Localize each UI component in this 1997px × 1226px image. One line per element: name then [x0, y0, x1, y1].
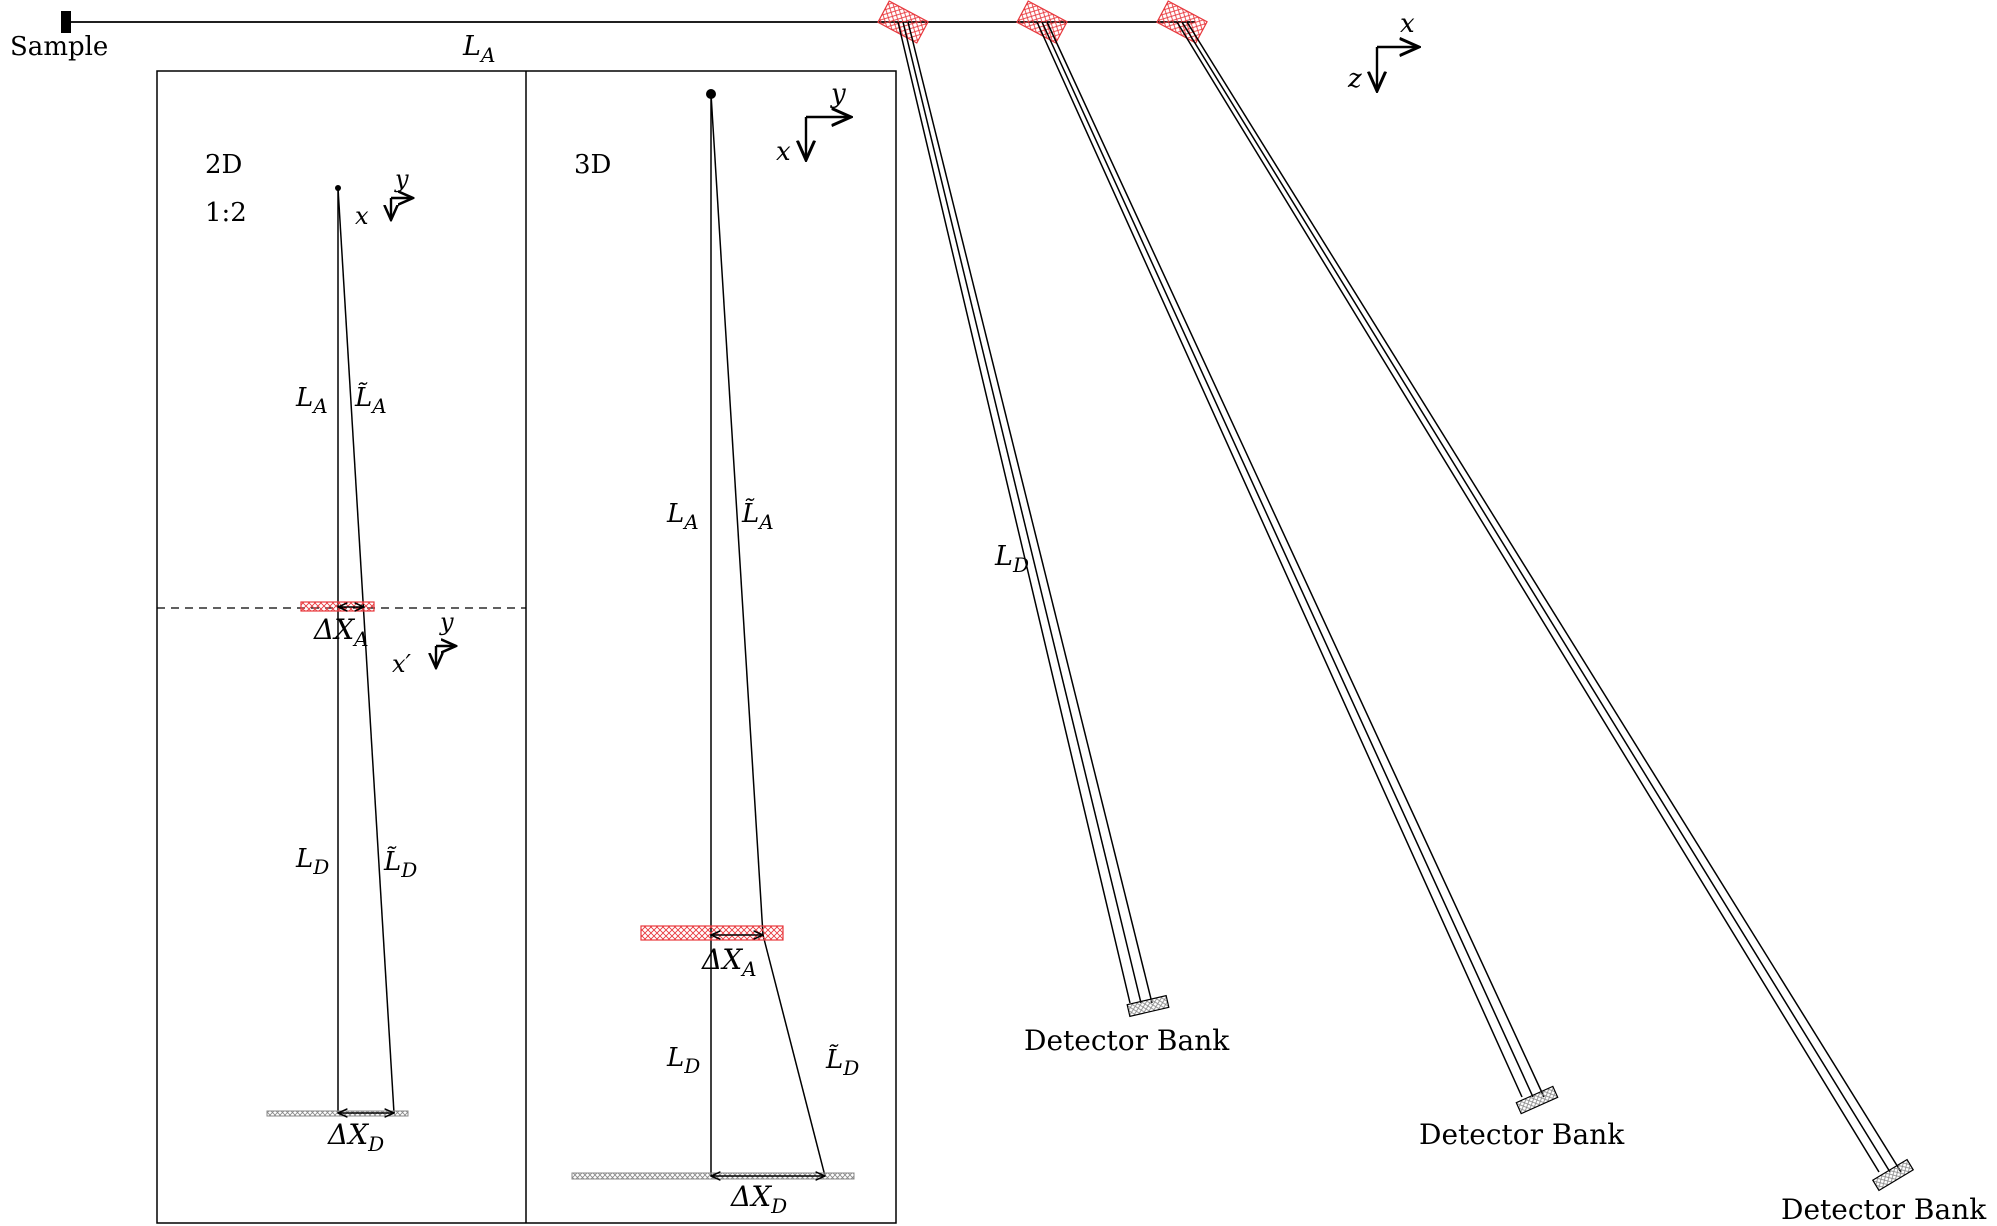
panel-2d-la-tilde: L̃A: [354, 382, 387, 418]
axis-x-label: x: [1400, 9, 1415, 39]
detector-bank-1-label: Detector Bank: [1024, 1024, 1230, 1057]
panel-3d-ld-tilde: L̃D: [825, 1044, 859, 1080]
panel-3d-title: 3D: [574, 150, 611, 180]
analyzer-crystal-2: [1016, 0, 1068, 44]
beamline: Sample LA: [10, 11, 1195, 67]
panel-3d-axis-x: x: [776, 137, 791, 167]
ld-right-label: LD: [994, 541, 1029, 577]
analyzer-crystal-1: [877, 0, 929, 44]
la-top-label: LA: [462, 31, 495, 67]
panel-3d-analyzer: [640, 925, 784, 941]
panel-2d-axis-y-prime: y: [439, 608, 454, 636]
panel-2d-dxa: ΔXA: [313, 613, 369, 651]
axes-top-right: x z: [1347, 9, 1419, 94]
panel-2d: 2D 1:2 y x LA L̃A ΔXA y x′ LD L̃D ΔXD: [157, 150, 526, 1156]
panel-3d-la-tilde: L̃A: [741, 498, 774, 534]
detector-banks: Detector Bank Detector Bank Detector Ban…: [1024, 994, 1987, 1226]
sample-label: Sample: [10, 32, 108, 62]
panel-2d-axis-x: x: [355, 202, 369, 230]
panel-2d-axis-y: y: [394, 165, 409, 193]
panel-2d-la: LA: [295, 383, 328, 418]
panel-2d-scale: 1:2: [205, 198, 247, 228]
panel-3d: 3D y x LA L̃A ΔXA LD L̃D ΔXD: [571, 79, 859, 1218]
reflected-beams: [897, 21, 1902, 1173]
panel-2d-dxd: ΔXD: [327, 1118, 384, 1156]
panel-2d-ld-tilde: L̃D: [383, 846, 417, 882]
detector-bank-3-label: Detector Bank: [1781, 1193, 1987, 1226]
panel-2d-title: 2D: [205, 150, 242, 180]
panel-2d-axis-x-prime: x′: [392, 650, 412, 678]
panel-3d-dxa: ΔXA: [701, 943, 757, 981]
panel-3d-dxd: ΔXD: [730, 1180, 787, 1218]
detector-bank-3: [1871, 1158, 1915, 1192]
panel-2d-ld: LD: [295, 844, 329, 879]
panel-3d-axis-y: y: [830, 79, 846, 109]
detector-bank-2-label: Detector Bank: [1419, 1118, 1625, 1151]
axis-z-label: z: [1347, 64, 1362, 94]
panel-3d-la: LA: [666, 499, 699, 534]
detector-bank-2: [1515, 1085, 1559, 1115]
detector-bank-1: [1126, 994, 1170, 1018]
sample-marker: [61, 11, 71, 33]
analyzer-crystal-3: [1156, 0, 1208, 44]
panel-3d-ld: LD: [666, 1043, 700, 1078]
